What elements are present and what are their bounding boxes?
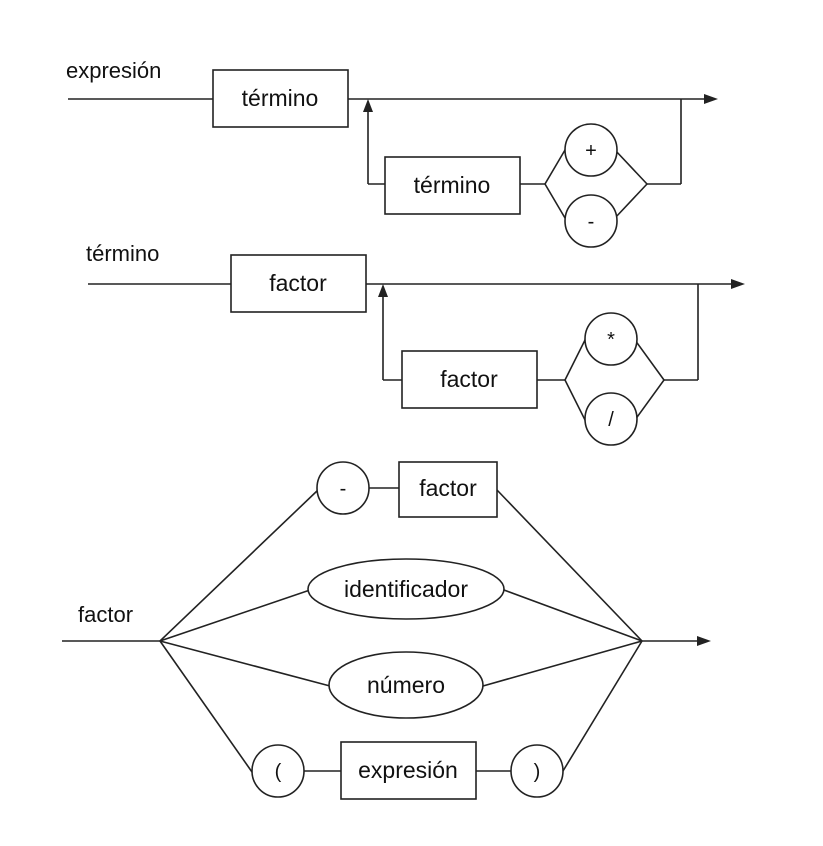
branch-2-in-line — [159, 589, 311, 642]
branch-4-in-line — [159, 640, 253, 773]
branch-3-in-line — [159, 640, 331, 687]
branch-2-out-line — [503, 589, 643, 642]
operator-minus-label: - — [588, 211, 595, 233]
exit-arrow-icon — [731, 279, 745, 289]
branch-1-minus-label: - — [340, 478, 347, 500]
rule-label-factor: factor — [78, 602, 133, 627]
branch-3-numero — [328, 651, 484, 719]
branch-4-box-expresion-label: expresión — [358, 757, 458, 783]
exit-arrow-icon — [704, 94, 718, 104]
box-termino-label: término — [242, 85, 319, 111]
operator-divide-label: / — [608, 409, 614, 431]
diagram-factor: factor - factor identificador número ( e… — [62, 461, 711, 800]
branch-4-close-paren-label: ) — [534, 761, 541, 783]
exit-arrow-icon — [697, 636, 711, 646]
operator-times-label: * — [607, 329, 615, 351]
branch-3-out-line — [482, 640, 643, 687]
loop-box-factor — [401, 350, 538, 409]
branch-1-box-factor-label: factor — [419, 475, 477, 501]
branch-2-identificador — [307, 558, 505, 620]
branch-1-out-line — [496, 489, 643, 642]
loop-up-arrow-icon — [378, 284, 388, 297]
rule-label-termino: término — [86, 241, 159, 266]
branch-4-open-paren-label: ( — [275, 761, 282, 783]
diagram-expresion: expresión término + - término — [66, 58, 718, 248]
rule-label-expresion: expresión — [66, 58, 161, 83]
branch-4-out-line — [562, 640, 643, 772]
operator-plus-label: + — [585, 140, 597, 162]
branch-1-box-factor — [398, 461, 498, 518]
loop-box-factor-label: factor — [440, 366, 498, 392]
branch-2-identificador-label: identificador — [344, 576, 468, 602]
loop-box-termino — [384, 156, 521, 215]
branch-3-numero-label: número — [367, 672, 445, 698]
box-factor — [230, 254, 367, 313]
operator-times — [584, 312, 638, 366]
loop-box-termino-label: término — [414, 172, 491, 198]
operator-plus — [564, 123, 618, 177]
operator-minus — [564, 194, 618, 248]
operator-divide — [584, 392, 638, 446]
box-factor-label: factor — [269, 270, 327, 296]
diagram-termino: término factor * / factor — [86, 241, 745, 446]
branch-1-in-line — [159, 489, 319, 642]
loop-up-arrow-icon — [363, 99, 373, 112]
